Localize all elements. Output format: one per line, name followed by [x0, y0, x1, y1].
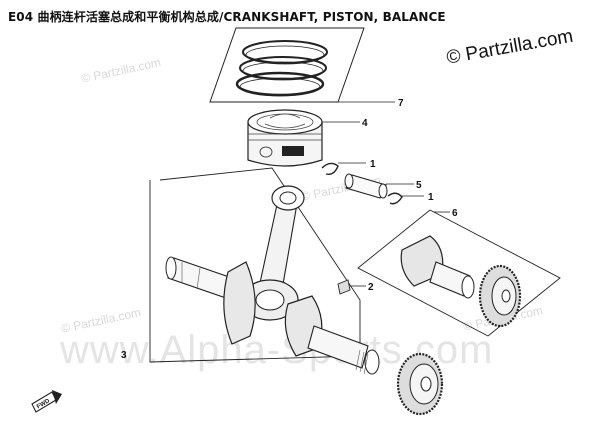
callout-3[interactable]: 3	[121, 350, 127, 361]
piston-pin[interactable]	[344, 173, 388, 199]
balance-shaft[interactable]	[400, 235, 522, 328]
piston-ring-set-box[interactable]	[209, 27, 365, 103]
connecting-rod[interactable]	[241, 185, 305, 321]
piston-pin-circlip-upper[interactable]	[321, 162, 339, 176]
callout-2[interactable]: 2	[368, 282, 374, 293]
callout-6[interactable]: 6	[452, 208, 458, 219]
callout-4[interactable]: 4	[362, 118, 368, 129]
woodruff-key[interactable]	[337, 279, 351, 295]
forward-arrow-icon	[31, 390, 62, 413]
piston-pin-circlip-lower[interactable]	[387, 192, 403, 205]
callout-7[interactable]: 7	[398, 98, 404, 109]
callout-5[interactable]: 5	[416, 180, 422, 191]
crankshaft-drive-gear[interactable]	[396, 352, 444, 416]
callout-1-lower[interactable]: 1	[428, 192, 434, 203]
piston[interactable]	[247, 109, 323, 167]
callout-1-upper[interactable]: 1	[370, 159, 376, 170]
page-title: E04 曲柄连杆活塞总成和平衡机构总成/CRANKSHAFT, PISTON, …	[8, 10, 446, 24]
crankshaft[interactable]	[165, 256, 380, 375]
